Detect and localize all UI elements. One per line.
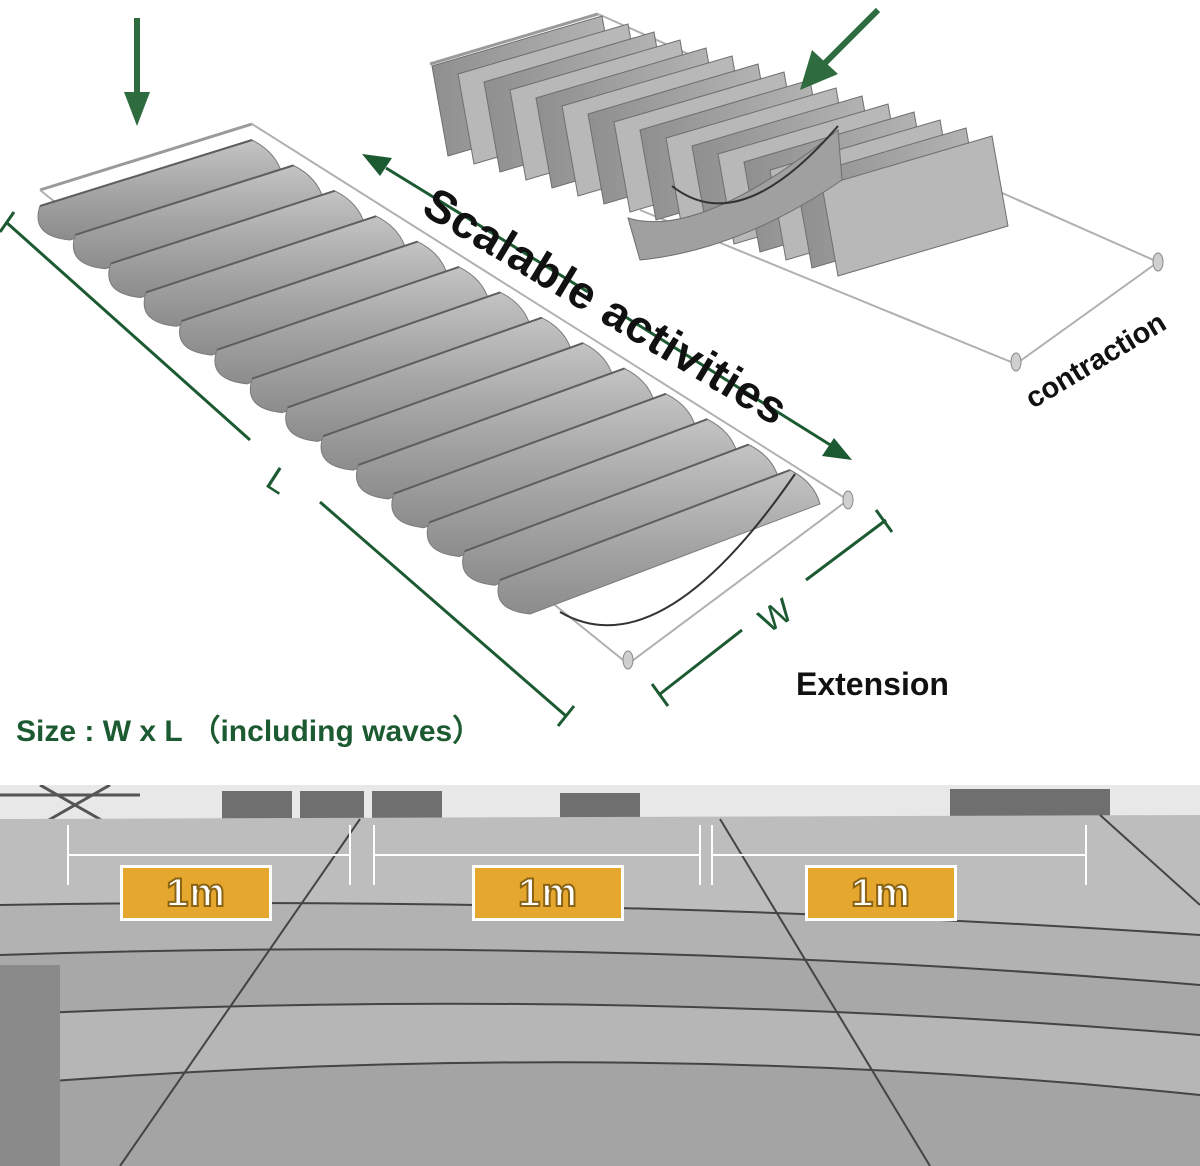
retractable-shade-diagram: Scalable activities contraction Extensio… — [0, 7, 1172, 748]
shade-rod — [145, 215, 377, 294]
measurement-brackets — [67, 825, 1087, 885]
length-dimension-line — [0, 211, 576, 727]
shade-rod — [251, 291, 501, 380]
width-dimension-line — [650, 509, 894, 707]
shade-rod — [464, 443, 749, 553]
installed-shade-photo: 1m 1m 1m — [0, 785, 1200, 1166]
support-cables — [0, 814, 1200, 1166]
size-caption: Size : W x L （including waves） — [16, 715, 483, 748]
shade-rod — [393, 392, 667, 495]
extended-shade — [37, 122, 854, 670]
shade-rod — [322, 342, 584, 438]
shade-fold — [627, 129, 843, 261]
shade-fold — [821, 135, 1009, 277]
shade-rod — [39, 139, 253, 207]
building-windows — [222, 789, 1110, 819]
double-arrow-icon — [362, 154, 852, 460]
segment-length-badge: 1m — [472, 865, 624, 921]
shade-wave-panel — [497, 469, 821, 615]
segment-length-badge: 1m — [805, 865, 957, 921]
photo-scene — [0, 785, 1200, 1166]
diagram-drawing — [0, 7, 1164, 727]
shade-rod — [358, 367, 625, 466]
shade-rod — [216, 265, 460, 351]
arrow-down-left-icon — [800, 7, 881, 90]
extension-caption: Extension — [796, 666, 949, 702]
shade-rod — [428, 418, 708, 524]
shade-rod — [75, 164, 294, 236]
arrow-down-icon — [124, 18, 150, 126]
shade-rod — [181, 240, 418, 323]
scaffold-frame — [0, 785, 140, 827]
shade-rod — [287, 316, 543, 409]
segment-length-badge: 1m — [120, 865, 272, 921]
shade-rod — [499, 469, 791, 581]
contracted-shade — [429, 12, 1164, 372]
shade-rod — [110, 189, 336, 265]
